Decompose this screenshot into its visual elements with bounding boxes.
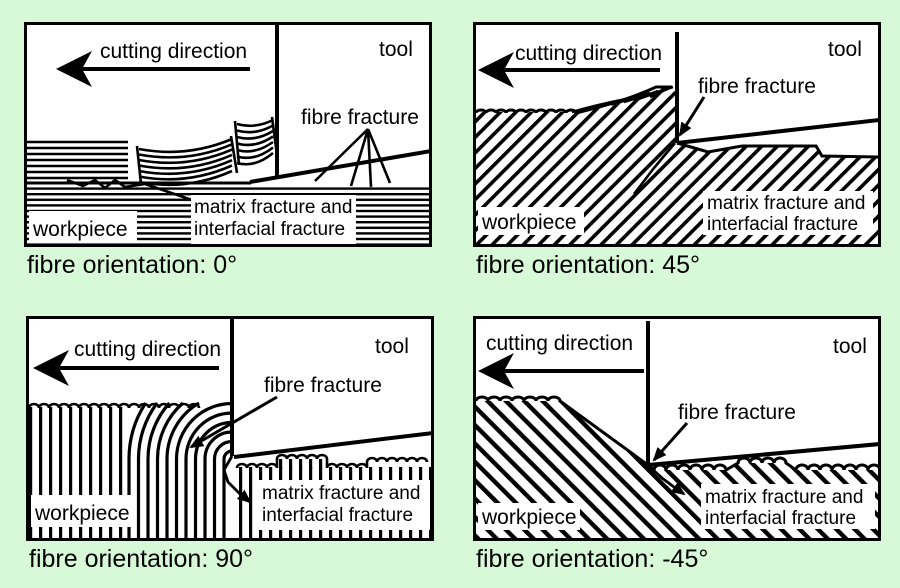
fibre-fracture-leader-arrow [678, 96, 706, 137]
fibre-fracture-leader-arrow [652, 422, 689, 462]
cutting-direction-label: cutting direction [100, 40, 247, 63]
tool-label: tool [833, 335, 867, 358]
cutting-direction-arrow [478, 353, 644, 389]
cutting-direction-label: cutting direction [74, 338, 221, 361]
matrix-fracture-label-line2: interfacial fracture [194, 219, 345, 240]
matrix-fracture-label-line1: matrix fracture and [194, 197, 352, 218]
fibre-fracture-label: fibre fracture [698, 75, 816, 98]
uncut-fibre-layers [27, 140, 128, 180]
panel-neg45deg-drawing: workpiece matrix fracture and interfacia… [476, 321, 878, 538]
tool-label: tool [828, 38, 862, 61]
chip-segment-small [233, 116, 279, 166]
panel-caption-0deg: fibre orientation: 0° [27, 251, 238, 279]
workpiece-surface-outline [476, 85, 878, 159]
panel-45deg-drawing: workpiece matrix fracture and interfacia… [476, 32, 878, 244]
cutting-direction-label: cutting direction [515, 42, 662, 65]
tool-clearance-face [647, 442, 878, 467]
bent-fibre-arch [127, 401, 233, 538]
matrix-fracture-label-line2: interfacial fracture [705, 508, 856, 529]
cutting-direction-arrow [33, 350, 219, 386]
panel-90deg-drawing: workpiece matrix fracture and interfacia… [29, 319, 431, 538]
workpiece-surface-scallops [29, 402, 201, 409]
workpiece-label: workpiece [34, 502, 130, 525]
workpiece-label: workpiece [481, 506, 577, 529]
panel-group-neg45deg: workpiece matrix fracture and interfacia… [473, 316, 881, 572]
workpiece-label-box [31, 495, 135, 527]
panel-group-90deg: workpiece matrix fracture and interfacia… [26, 316, 434, 572]
matrix-fracture-label-line1: matrix fracture and [707, 193, 865, 214]
panel-caption-45deg: fibre orientation: 45° [476, 251, 701, 279]
panel-0deg-drawing: workpiece matrix fracture and interfacia… [27, 25, 429, 244]
tool-clearance-face [233, 431, 431, 459]
fibre-fracture-label: fibre fracture [678, 401, 796, 424]
matrix-fracture-label-box [703, 191, 873, 235]
tool-label: tool [375, 335, 409, 358]
matrix-fracture-label-box [258, 480, 430, 530]
workpiece-label-box [29, 211, 137, 242]
matrix-fracture-label-box [191, 195, 356, 244]
matrix-fracture-label-box [701, 484, 875, 529]
matrix-fracture-crack [632, 142, 676, 195]
chip-segment-large [135, 135, 239, 187]
panel-45deg: workpiece matrix fracture and interfacia… [473, 22, 881, 247]
panel-group-45deg: workpiece matrix fracture and interfacia… [473, 22, 881, 278]
matrix-fracture-crack [222, 455, 252, 504]
panel-caption-neg45deg: fibre orientation: -45° [476, 545, 709, 573]
panel-neg45deg: workpiece matrix fracture and interfacia… [473, 316, 881, 541]
cutting-direction-arrow [56, 51, 250, 87]
matrix-fracture-label-line1: matrix fracture and [262, 483, 420, 504]
tool-clearance-face [676, 118, 878, 145]
fibre-fracture-label: fibre fracture [301, 106, 419, 129]
cut-surface-scallops [235, 453, 429, 469]
fibre-fracture-label: fibre fracture [264, 374, 382, 397]
chip-curl-fibres [571, 85, 674, 114]
fibre-fracture-leader-arrow [189, 395, 278, 449]
matrix-fracture-label-line2: interfacial fracture [262, 505, 413, 526]
matrix-fracture-label-line2: interfacial fracture [707, 214, 858, 235]
tool-clearance-face [249, 149, 429, 184]
workpiece-label-box [478, 207, 584, 235]
workpiece-surface-outline [476, 395, 878, 474]
panel-90deg: workpiece matrix fracture and interfacia… [26, 316, 434, 541]
workpiece-label: workpiece [32, 218, 128, 241]
matrix-fracture-label-line1: matrix fracture and [705, 487, 863, 508]
matrix-fracture-crack [649, 465, 686, 496]
cutting-direction-label: cutting direction [486, 332, 633, 355]
cutting-direction-arrow [478, 52, 660, 88]
tool-label: tool [379, 38, 413, 61]
workpiece-label-box [478, 503, 580, 530]
panel-caption-90deg: fibre orientation: 90° [29, 545, 254, 573]
matrix-fracture-leader [66, 178, 196, 203]
fibre-fracture-leader-fan [314, 128, 392, 188]
workpiece-label: workpiece [481, 211, 577, 234]
cut-fibre-comb-raised [277, 459, 327, 469]
panel-0deg: workpiece matrix fracture and interfacia… [24, 22, 432, 247]
panel-group-0deg: workpiece matrix fracture and interfacia… [24, 22, 432, 278]
